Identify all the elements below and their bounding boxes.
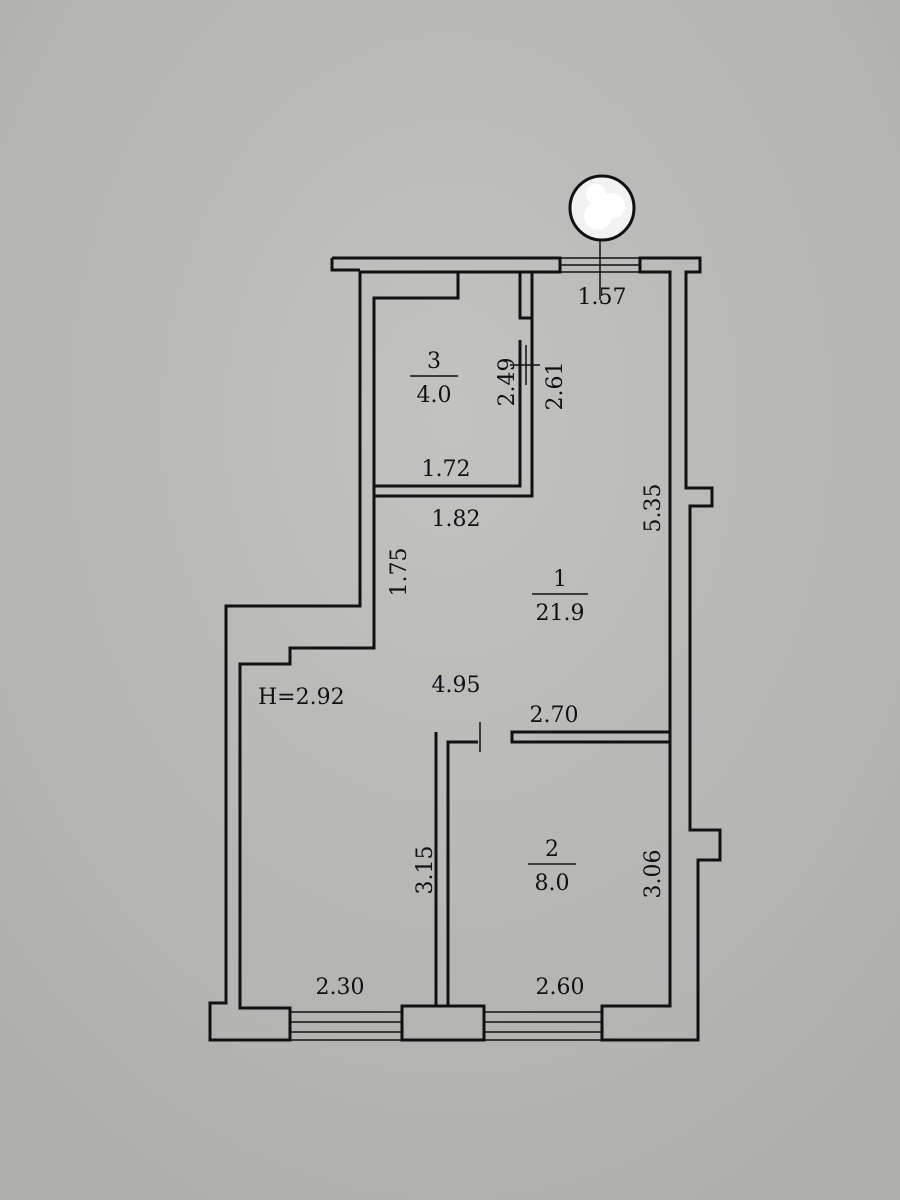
wall-cap — [330, 258, 360, 272]
dim-step-length: 1.75 — [387, 548, 412, 597]
dim-room3-inner-width: 1.72 — [422, 457, 471, 482]
dim-right-wall: 5.35 — [641, 484, 666, 533]
dim-room1-width: 4.95 — [432, 673, 481, 698]
dim-room3-outer-height: 2.61 — [543, 362, 568, 411]
dim-room3-door-wall: 2.49 — [495, 358, 520, 407]
dim-top-window: 1.57 — [578, 285, 627, 310]
partition-top — [510, 730, 672, 744]
ceiling-height: H=2.92 — [258, 685, 345, 710]
dim-left-partition: 3.15 — [413, 846, 438, 895]
dim-room2-right-wall: 3.06 — [641, 850, 666, 899]
room3-inner-wall — [374, 340, 522, 488]
room1-number: 1 — [553, 567, 567, 592]
room3-door-jamb — [518, 272, 532, 320]
room1-area: 21.9 — [536, 601, 585, 626]
window-bottom-left — [290, 1011, 402, 1041]
dim-bottom-right-wall: 2.60 — [536, 975, 585, 1000]
dim-bottom-left-wall: 2.30 — [316, 975, 365, 1000]
window-bottom-right — [484, 1011, 602, 1041]
room2-number: 2 — [545, 837, 559, 862]
outer-wall-right — [600, 256, 722, 1042]
dim-room2-top-wall: 2.70 — [530, 703, 579, 728]
room3-number: 3 — [427, 349, 441, 374]
door-tick-room3 — [510, 345, 540, 385]
room2-area: 8.0 — [535, 871, 570, 896]
room3-area: 4.0 — [417, 383, 452, 408]
north-arrow-icon — [568, 174, 636, 242]
dim-room3-outer-width: 1.82 — [432, 507, 481, 532]
room3-top-wall — [372, 272, 460, 496]
